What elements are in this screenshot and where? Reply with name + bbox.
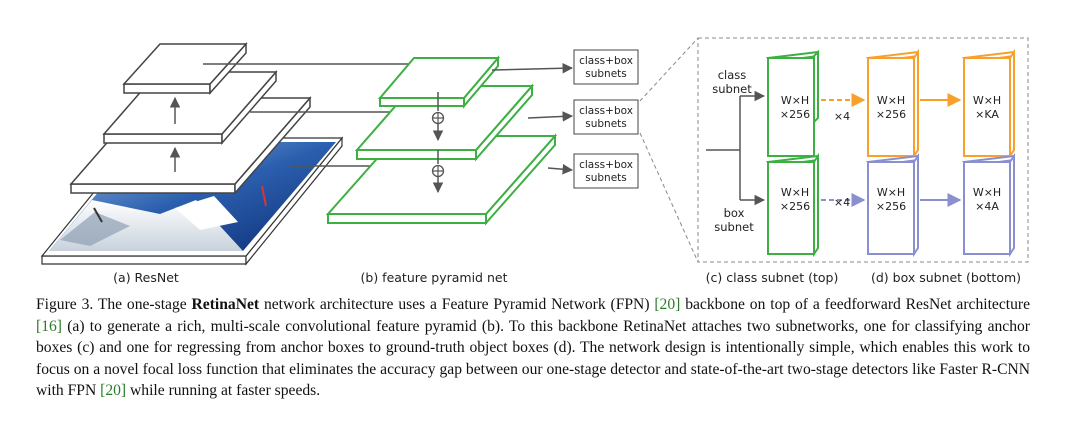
caption-part-1: network architecture uses a Feature Pyra… — [259, 296, 655, 313]
retinanet-diagram: (a) ResNet — [40, 37, 1029, 285]
resnet-label: (a) ResNet — [113, 270, 179, 285]
merge-node-1 — [431, 111, 445, 125]
caption-part-3: (a) to generate a rich, multi-scale conv… — [36, 317, 1030, 400]
subnet-box-1: class+box subnets — [573, 49, 639, 85]
caption-ref-3[interactable]: [20] — [100, 382, 127, 400]
class-block-1-line2: ×256 — [780, 108, 810, 121]
box-block-3-line1: W×H — [973, 186, 1001, 199]
class-subnet-label: (c) class subnet (top) — [706, 270, 839, 285]
class-subnet-arrows: ×4 — [821, 93, 962, 123]
merge-node-2 — [431, 164, 445, 178]
subnet-box-2: class+box subnets — [573, 99, 639, 135]
box-subnet-arrows: ×4 — [821, 193, 962, 209]
box-subnet-tag-line1: box — [724, 206, 745, 220]
caption-part-4: while running at faster speeds. — [126, 382, 321, 400]
box-subnet-block-1 — [765, 152, 819, 258]
box-subnet-block-2 — [865, 152, 919, 258]
subnet-box-3: class+box subnets — [573, 153, 639, 189]
box-block-3-line2: ×4A — [975, 200, 999, 213]
box-block-2-line1: W×H — [877, 186, 905, 199]
box-subnet-label: (d) box subnet (bottom) — [871, 270, 1021, 285]
subnet-box-2-line1: class+box — [579, 105, 633, 117]
subnet-detail-panel — [697, 37, 1029, 263]
box-repeat-label: ×4 — [834, 196, 850, 209]
subnet-box-2-line2: subnets — [585, 118, 627, 130]
class-subnet-block-2 — [865, 48, 919, 160]
class-subnet-tag-line1: class — [718, 68, 747, 82]
box-subnet-block-3 — [961, 152, 1015, 258]
fpn-to-subnet-arrows — [491, 62, 574, 175]
caption-ref-1[interactable]: [20] — [654, 296, 681, 313]
box-block-1-line1: W×H — [781, 186, 809, 199]
class-block-3-line2: ×KA — [975, 108, 999, 121]
subnet-input-branch — [706, 90, 766, 206]
class-subnet-tag-line2: subnet — [712, 82, 752, 96]
class-subnet-block-1 — [765, 49, 819, 157]
caption-ref-2[interactable]: [16] — [36, 317, 62, 335]
zoom-lines — [639, 37, 699, 263]
box-block-1-line2: ×256 — [780, 200, 810, 213]
caption-prefix: Figure 3. The one-stage — [36, 296, 192, 313]
fpn-stack: (b) feature pyramid net — [325, 55, 558, 285]
class-block-1-line1: W×H — [781, 94, 809, 107]
fpn-label: (b) feature pyramid net — [361, 270, 508, 285]
caption-bold-name: RetinaNet — [191, 296, 260, 313]
resnet-stack: (a) ResNet — [40, 42, 344, 285]
figure-caption: Figure 3. The one-stage RetinaNet networ… — [36, 294, 1030, 402]
box-block-2-line2: ×256 — [876, 200, 906, 213]
resnet-layer-1 — [122, 42, 248, 95]
class-block-2-line1: W×H — [877, 94, 905, 107]
box-subnet-tag-line2: subnet — [714, 220, 754, 234]
class-subnet-block-3 — [961, 48, 1015, 160]
class-block-2-line2: ×256 — [876, 108, 906, 121]
subnet-box-3-line2: subnets — [585, 172, 627, 184]
caption-part-2: backbone on top of a feedforward ResNet … — [680, 296, 1030, 313]
subnet-box-3-line1: class+box — [579, 159, 633, 171]
subnet-box-1-line2: subnets — [585, 68, 627, 80]
class-repeat-label: ×4 — [834, 110, 850, 123]
subnet-box-1-line1: class+box — [579, 55, 633, 67]
fpn-level-1 — [377, 55, 501, 109]
class-block-3-line1: W×H — [973, 94, 1001, 107]
